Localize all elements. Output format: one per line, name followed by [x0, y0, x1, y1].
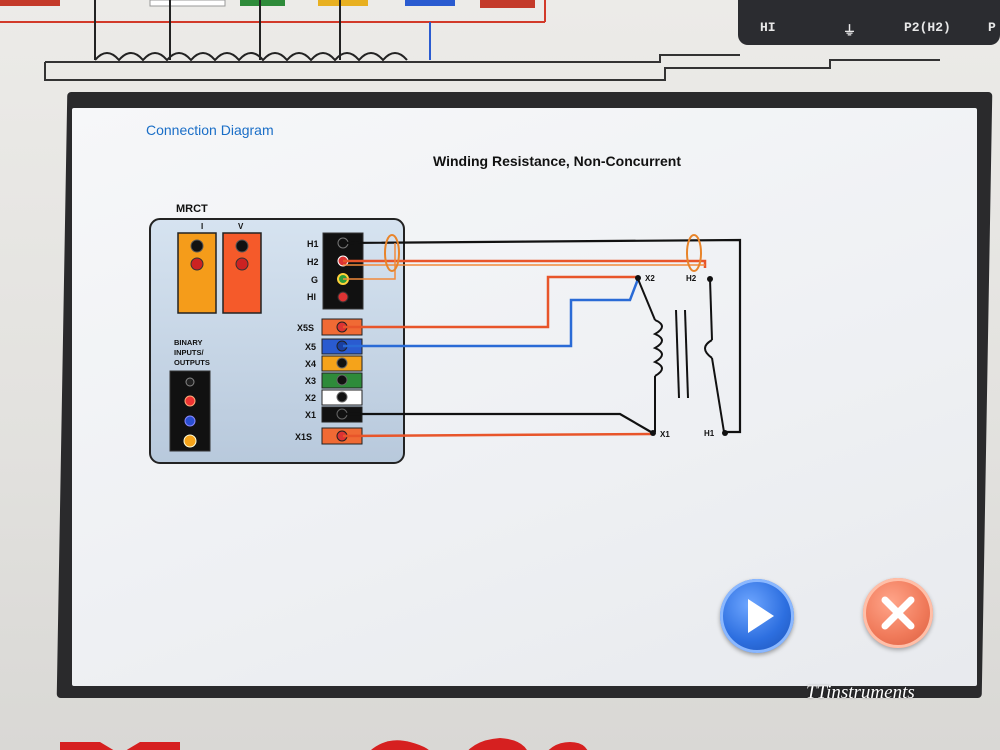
- close-button[interactable]: [863, 578, 933, 648]
- terminal-label-p2: P2(H2): [904, 20, 951, 35]
- front-panel-schematic: [0, 0, 940, 81]
- diagram-title: Winding Resistance, Non-Concurrent: [433, 153, 682, 169]
- touch-screen: [72, 108, 977, 686]
- brand-logo: [60, 738, 588, 750]
- terminal-label-p: P: [988, 20, 996, 35]
- next-button[interactable]: [720, 579, 794, 653]
- play-arrow-icon: [748, 599, 774, 633]
- terminal-label-hi: HI: [760, 20, 776, 35]
- screen-title: Connection Diagram: [146, 122, 274, 138]
- terminal-block: HI ⏚ P2(H2) P: [738, 0, 1000, 45]
- watermark-text: TTinstruments: [806, 682, 915, 703]
- close-icon: [881, 596, 915, 630]
- terminal-label-ground: ⏚: [843, 24, 857, 39]
